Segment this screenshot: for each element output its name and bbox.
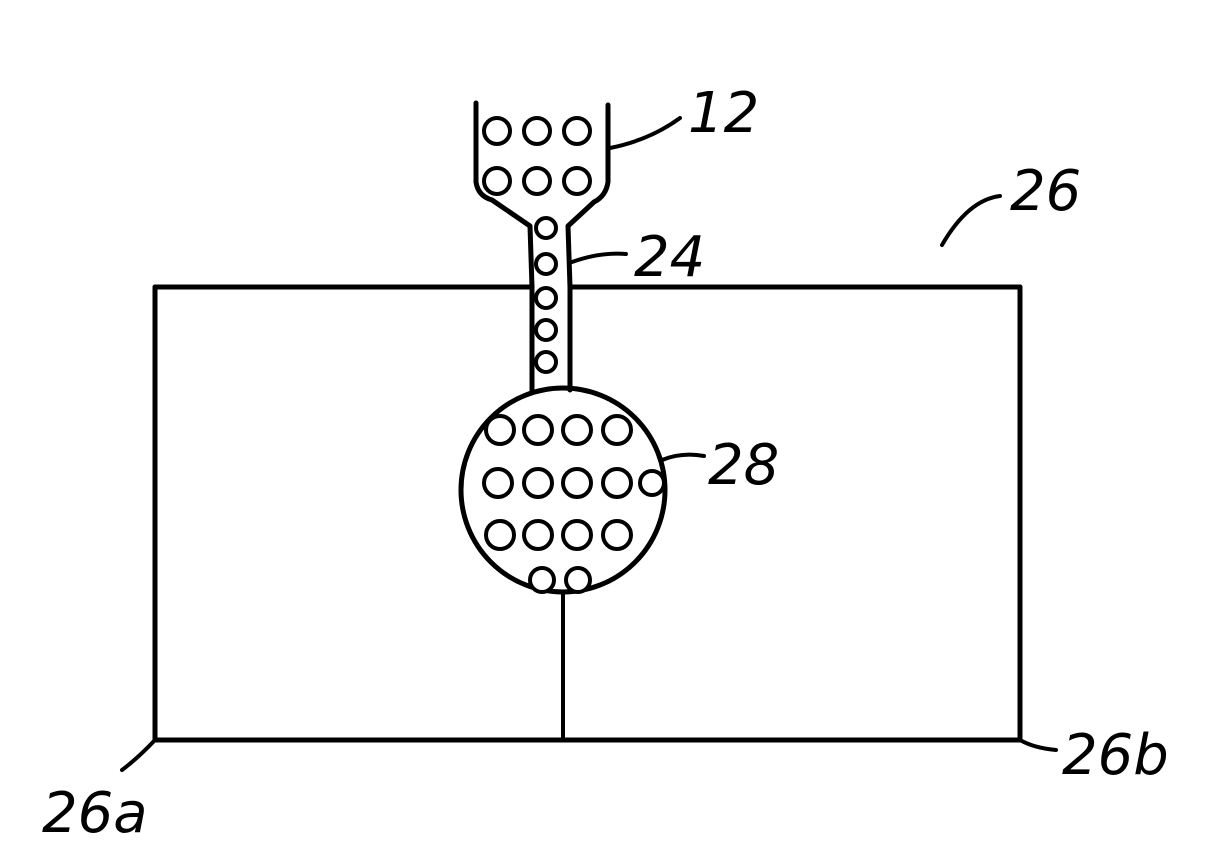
label-26: 26 (1010, 159, 1081, 224)
bead (524, 469, 552, 497)
bead (536, 352, 556, 372)
bead (564, 168, 590, 194)
leader-line-28 (662, 455, 704, 460)
leader-line-26a (122, 740, 155, 770)
bead (536, 288, 556, 308)
sphere-28 (461, 388, 665, 592)
bead (486, 521, 514, 549)
bead (524, 521, 552, 549)
bead (603, 521, 631, 549)
label-28: 28 (708, 433, 779, 498)
bead (524, 118, 550, 144)
bead (484, 118, 510, 144)
label-24: 24 (634, 225, 705, 290)
frame-26 (155, 287, 1020, 740)
label-12: 12 (688, 81, 759, 146)
bead (564, 118, 590, 144)
leader-line-24 (572, 254, 626, 262)
channel-24 (532, 218, 570, 390)
bead (603, 416, 631, 444)
bead (640, 471, 664, 495)
hopper-12-beads (484, 118, 590, 194)
leader-line-26 (942, 196, 1000, 245)
bead (603, 469, 631, 497)
bead (524, 416, 552, 444)
leader-line-26b (1020, 740, 1056, 750)
bead (536, 320, 556, 340)
bead (536, 254, 556, 274)
bead (530, 568, 554, 592)
label-26b: 26b (1062, 723, 1169, 788)
bead (536, 218, 556, 238)
bead (563, 469, 591, 497)
bead (484, 168, 510, 194)
bead (563, 521, 591, 549)
bead (563, 416, 591, 444)
bead (566, 568, 590, 592)
leader-line-12 (610, 118, 680, 148)
label-26a: 26a (42, 781, 148, 846)
bead (486, 416, 514, 444)
bead (484, 469, 512, 497)
bead (524, 168, 550, 194)
